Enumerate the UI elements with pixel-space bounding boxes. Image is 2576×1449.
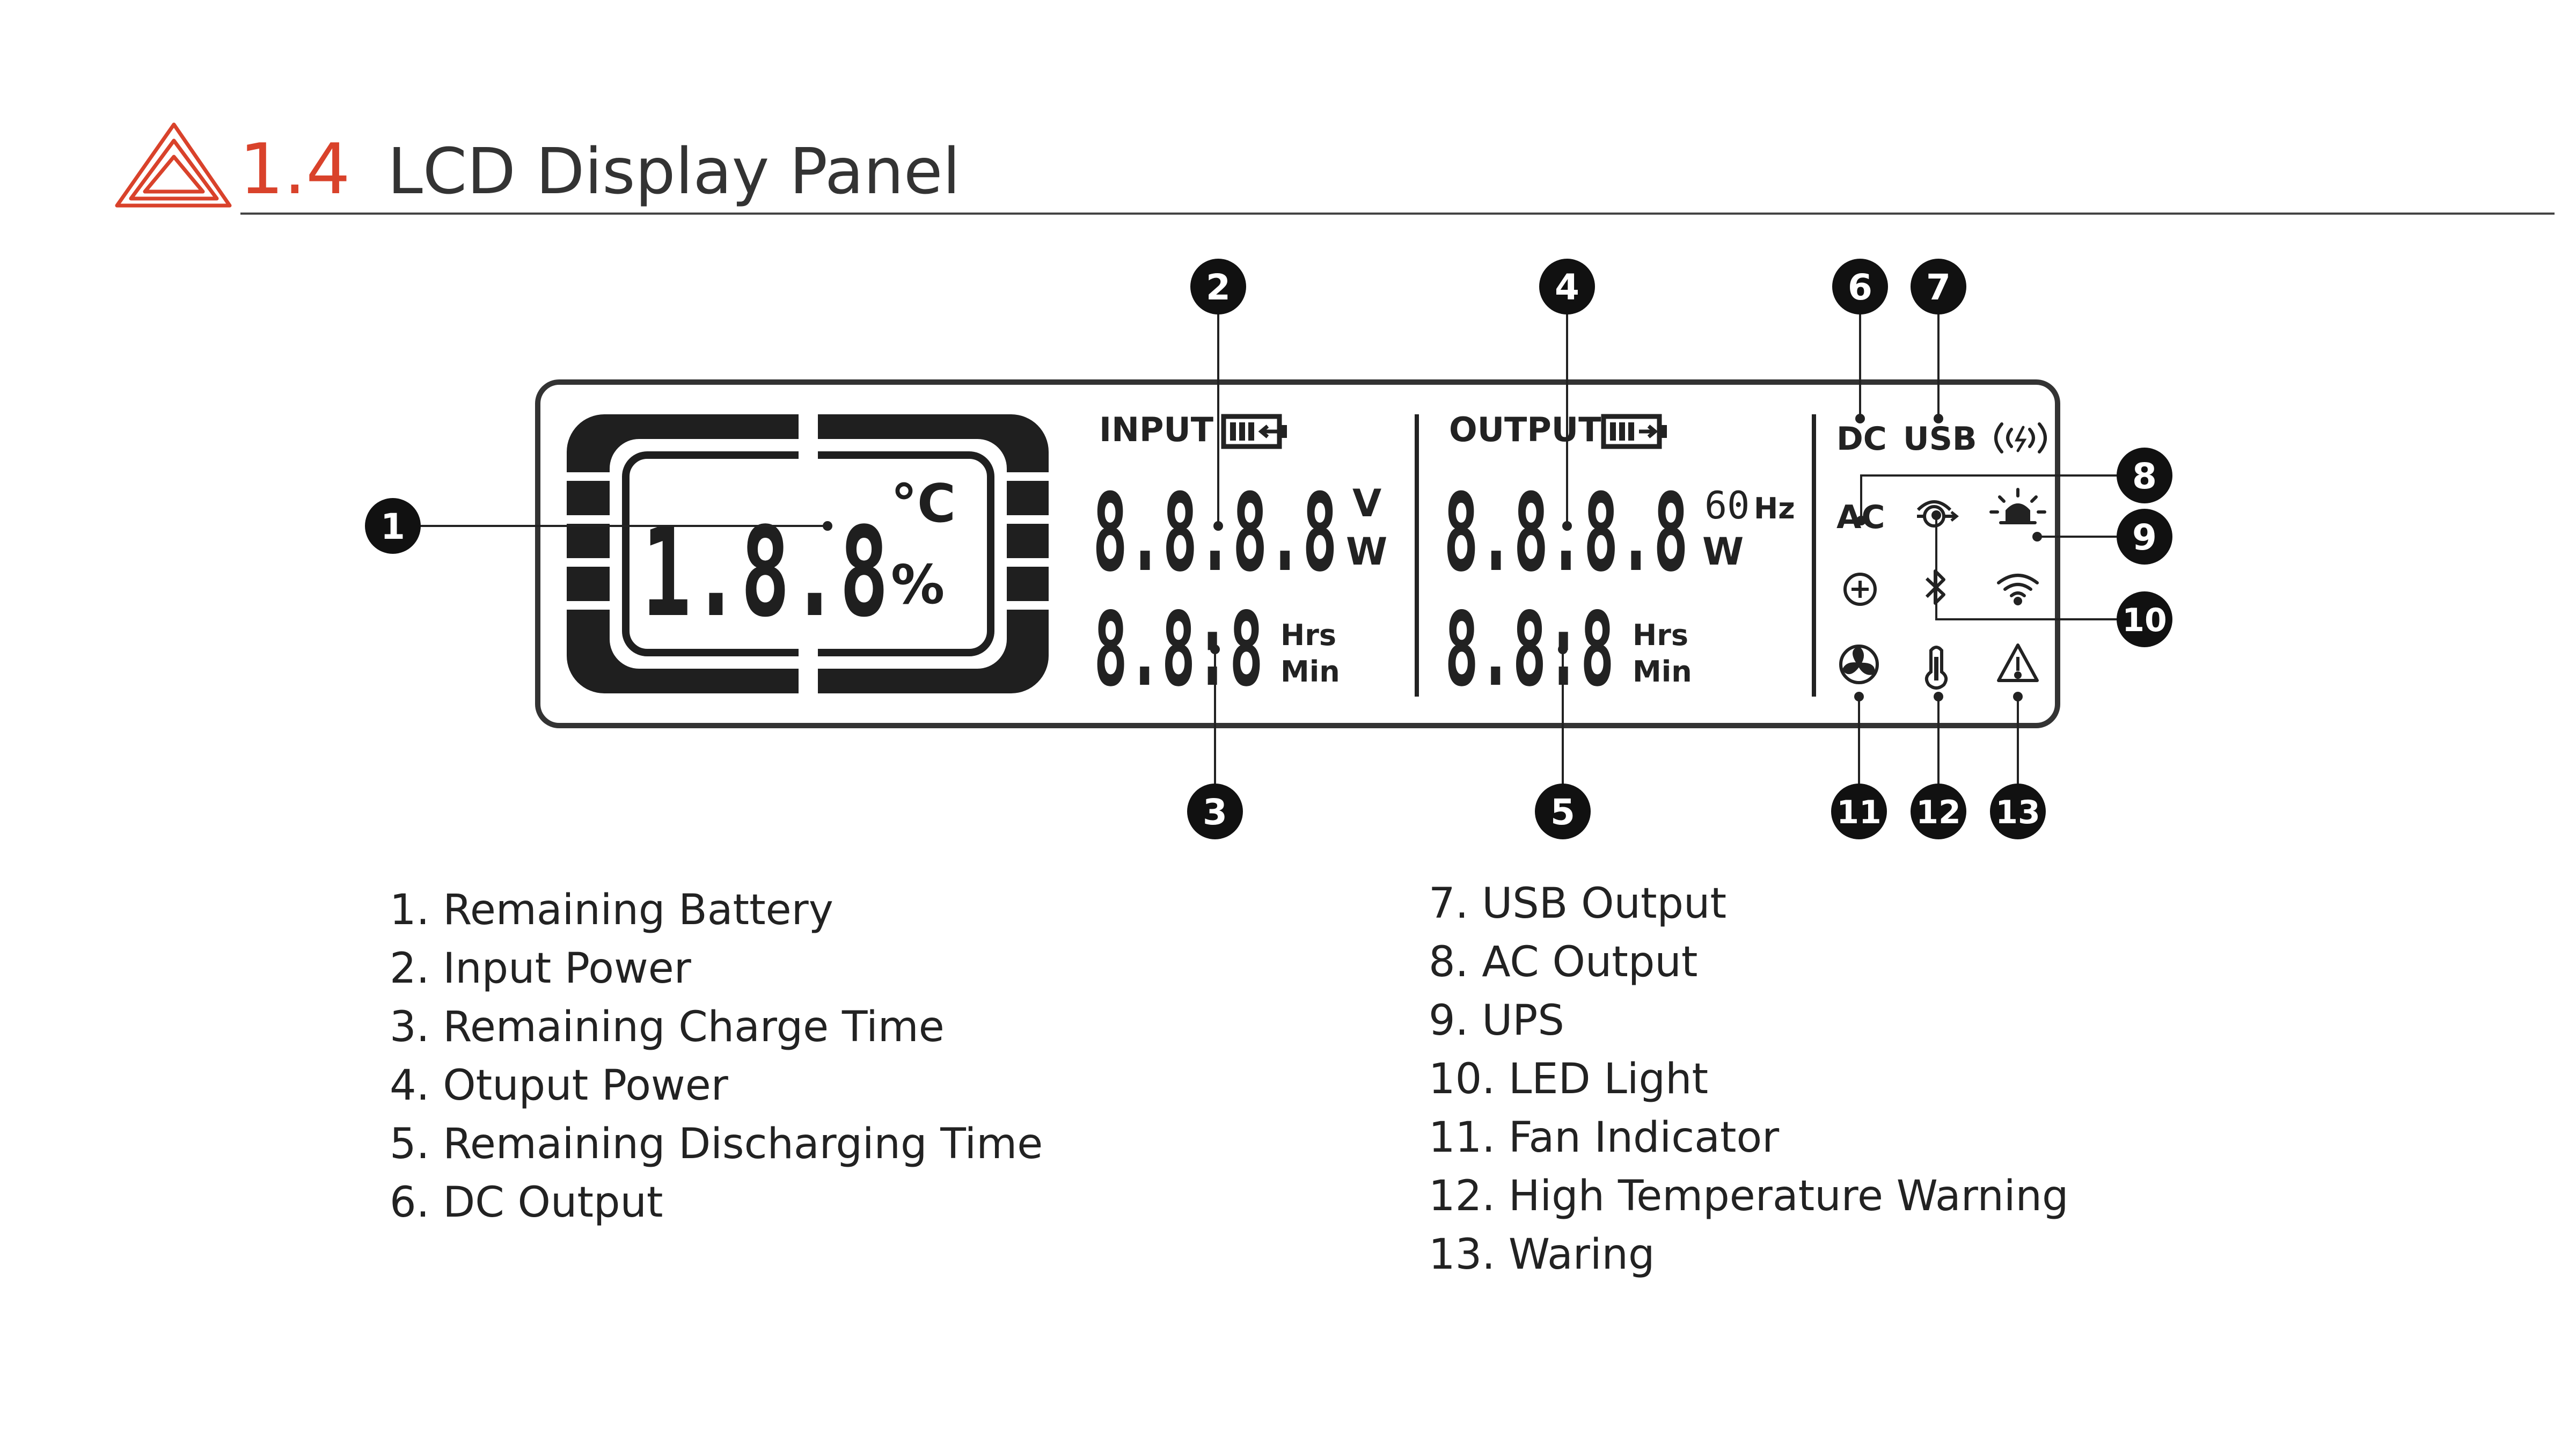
output-frequency: 60 — [1704, 484, 1750, 528]
callout-number: 10 — [2122, 602, 2167, 639]
callout-number: 8 — [2132, 456, 2157, 497]
legend-item: 3. Remaining Charge Time — [390, 1003, 945, 1051]
input-unit-w: W — [1346, 530, 1387, 574]
wireless-charge-icon — [1994, 422, 2047, 453]
legend-list-left: 1. Remaining Battery 2. Input Power 3. R… — [390, 881, 1043, 1232]
plus-circle-icon — [1843, 573, 1877, 606]
callout-number: 2 — [1206, 267, 1231, 308]
callout-marker-4: 4 — [1539, 259, 1595, 314]
callout-marker-6: 6 — [1832, 259, 1888, 314]
input-unit-v: V — [1352, 481, 1381, 525]
callout-number: 3 — [1203, 792, 1227, 833]
section-number: 1.4 — [239, 128, 350, 210]
legend-item: 12. High Temperature Warning — [1429, 1172, 2069, 1220]
callout-marker-2: 2 — [1190, 259, 1246, 314]
ups-icon — [1916, 500, 1959, 528]
legend-item: 2. Input Power — [390, 945, 691, 993]
callout-marker-12: 12 — [1911, 784, 1966, 839]
callout-marker-10: 10 — [2117, 591, 2172, 647]
callout-number: 6 — [1848, 267, 1872, 308]
callout-marker-13: 13 — [1990, 784, 2046, 839]
legend-item: 1. Remaining Battery — [390, 886, 833, 934]
battery-output-icon — [1604, 416, 1667, 447]
unit-percent: % — [891, 553, 945, 616]
callout-number: 4 — [1555, 267, 1579, 308]
fan-icon — [1839, 645, 1879, 684]
callout-marker-3: 3 — [1187, 784, 1243, 839]
callout-number: 12 — [1916, 794, 1961, 831]
output-label: OUTPUT — [1449, 410, 1601, 449]
input-unit-hrs: Hrs — [1280, 618, 1336, 652]
callout-number: 11 — [1836, 794, 1882, 831]
warning-icon — [1997, 643, 2039, 682]
callout-marker-8: 8 — [2117, 448, 2172, 503]
callout-marker-11: 11 — [1831, 784, 1887, 839]
triangle-logo-icon — [115, 122, 232, 208]
legend-item: 7. USB Output — [1429, 880, 1727, 928]
callout-dots — [823, 414, 2042, 701]
callout-marker-1: 1 — [365, 498, 421, 554]
callout-number: 7 — [1926, 267, 1951, 308]
legend-item: 8. AC Output — [1429, 938, 1698, 986]
input-time-digits: 8.8:8 — [1094, 590, 1263, 709]
callout-marker-9: 9 — [2117, 509, 2172, 565]
input-unit-min: Min — [1280, 655, 1340, 689]
thermometer-icon — [1924, 646, 1948, 690]
callout-number: 1 — [380, 506, 405, 547]
output-unit-min: Min — [1633, 655, 1692, 689]
unit-celsius: °C — [891, 473, 956, 535]
output-unit-w: W — [1702, 530, 1744, 574]
battery-percent-digits: 1.8.8 — [642, 501, 889, 645]
callout-marker-5: 5 — [1535, 784, 1591, 839]
callout-lines — [409, 307, 2125, 786]
legend-item: 9. UPS — [1429, 997, 1564, 1045]
output-unit-hz: Hz — [1754, 492, 1795, 525]
dc-indicator: DC — [1836, 420, 1887, 458]
callout-number: 9 — [2132, 517, 2157, 558]
wifi-icon — [1997, 574, 2039, 605]
output-unit-hrs: Hrs — [1633, 618, 1688, 652]
legend-item: 4. Otuput Power — [390, 1062, 728, 1110]
legend-list-right: 7. USB Output 8. AC Output 9. UPS 10. LE… — [1429, 875, 2068, 1284]
battery-gauge — [567, 414, 1049, 693]
callout-number: 13 — [1995, 794, 2040, 831]
battery-input-icon — [1224, 416, 1287, 447]
input-power-digits: 8.8.8.8 — [1093, 471, 1337, 596]
page-title: LCD Display Panel — [387, 134, 960, 208]
legend-item: 6. DC Output — [390, 1179, 663, 1227]
usb-indicator: USB — [1903, 420, 1977, 458]
input-label: INPUT — [1099, 410, 1213, 449]
legend-item: 5. Remaining Discharging Time — [390, 1120, 1043, 1168]
led-light-icon — [1989, 488, 2046, 524]
output-time-digits: 8.8:8 — [1445, 590, 1614, 709]
callout-marker-7: 7 — [1911, 259, 1966, 314]
legend-item: 11. Fan Indicator — [1429, 1114, 1780, 1162]
legend-item: 13. Waring — [1429, 1231, 1655, 1279]
legend-item: 10. LED Light — [1429, 1055, 1709, 1103]
callout-number: 5 — [1550, 792, 1575, 833]
